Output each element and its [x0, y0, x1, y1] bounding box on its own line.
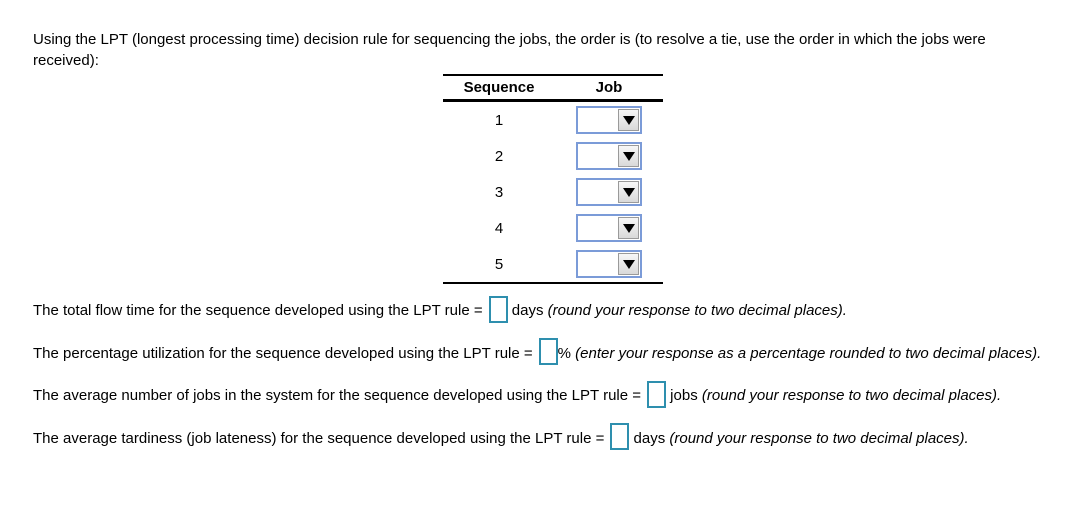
avg-jobs-hint: (round your response to two decimal plac…	[701, 387, 1002, 405]
flow-time-input[interactable]	[488, 295, 508, 323]
table-row: 4	[443, 210, 663, 246]
sequence-number: 5	[494, 255, 504, 273]
dropdown-arrow-icon	[622, 151, 635, 161]
dropdown-button	[618, 109, 639, 131]
tardiness-unit: days	[629, 429, 670, 447]
sequence-number: 4	[494, 219, 504, 237]
question-intro-text: Using the LPT (longest processing time) …	[33, 31, 986, 69]
avg-jobs-input[interactable]	[647, 380, 667, 408]
avg-jobs-prefix: The average number of jobs in the system…	[33, 387, 642, 405]
dropdown-arrow-icon	[622, 223, 635, 233]
table-row: 2	[443, 138, 663, 174]
sequence-number: 3	[494, 183, 504, 201]
table-row: 5	[443, 246, 663, 282]
sequence-number: 2	[494, 147, 504, 165]
job-dropdown-3[interactable]	[576, 178, 642, 206]
utilization-input[interactable]	[538, 338, 558, 366]
sequence-number: 1	[494, 111, 504, 129]
sequence-table: Sequence Job 1 2 3 4 5	[443, 74, 663, 284]
flow-time-question: The total flow time for the sequence dev…	[33, 295, 1047, 325]
sequence-table-header-row: Sequence Job	[443, 76, 663, 102]
dropdown-button	[618, 145, 639, 167]
avg-jobs-question: The average number of jobs in the system…	[33, 380, 1047, 410]
dropdown-button	[618, 253, 639, 275]
job-dropdown-1[interactable]	[576, 106, 642, 134]
utilization-question: The percentage utilization for the seque…	[33, 338, 1047, 368]
flow-time-hint: (round your response to two decimal plac…	[547, 302, 847, 319]
answer-section: The total flow time for the sequence dev…	[33, 295, 1047, 467]
dropdown-button	[618, 181, 639, 203]
dropdown-arrow-icon	[622, 187, 635, 197]
tardiness-question: The average tardiness (job lateness) for…	[33, 423, 1047, 453]
job-dropdown-4[interactable]	[576, 214, 642, 242]
utilization-prefix: The percentage utilization for the seque…	[33, 344, 533, 362]
sequence-column-header: Sequence	[463, 79, 535, 96]
dropdown-arrow-icon	[622, 259, 635, 269]
tardiness-prefix: The average tardiness (job lateness) for…	[33, 429, 605, 447]
table-row: 3	[443, 174, 663, 210]
job-dropdown-2[interactable]	[576, 142, 642, 170]
utilization-unit: %	[557, 344, 576, 362]
utilization-hint: (enter your response as a percentage rou…	[575, 344, 1042, 362]
dropdown-arrow-icon	[622, 115, 635, 125]
table-row: 1	[443, 102, 663, 138]
job-column-header: Job	[595, 79, 623, 96]
job-dropdown-5[interactable]	[576, 250, 642, 278]
avg-jobs-unit: jobs	[666, 387, 702, 405]
tardiness-input[interactable]	[610, 423, 630, 451]
flow-time-prefix: The total flow time for the sequence dev…	[33, 302, 483, 319]
tardiness-hint: (round your response to two decimal plac…	[669, 429, 969, 447]
flow-time-unit: days	[507, 302, 548, 319]
dropdown-button	[618, 217, 639, 239]
